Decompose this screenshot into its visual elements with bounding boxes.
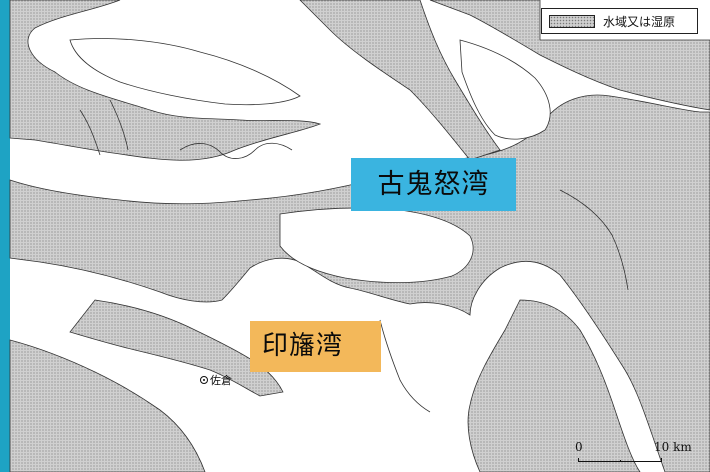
label-kitaura-bay: 古鬼怒湾 (351, 158, 516, 211)
town-marker-icon (200, 376, 208, 384)
town-name: 佐倉 (210, 374, 232, 387)
island-east (459, 39, 551, 140)
water-inba-inlet (69, 299, 284, 397)
scale-length-label: 10 km (654, 440, 692, 454)
water-west-lower (9, 339, 206, 472)
legend-water-swatch (549, 14, 595, 28)
coastline-detail-4 (559, 189, 629, 291)
legend-label: 水域又は湿原 (603, 14, 676, 29)
scale-bar-mid-tick (620, 460, 621, 462)
water-east-bay (467, 299, 641, 472)
water-northeast (429, 0, 710, 111)
island-north (69, 38, 301, 106)
coastline-detail-2 (79, 99, 129, 156)
coastline-detail-1 (179, 142, 293, 159)
water-central-bay (9, 94, 710, 472)
label-inba-bay: 印旛湾 (250, 321, 381, 372)
town-sakura: 佐倉 (200, 372, 232, 388)
scale-zero-label: 0 (575, 440, 583, 454)
scale-bar: 0 10 km (570, 436, 698, 466)
coastline-detail-3 (379, 319, 431, 413)
map-legend: 水域又は湿原 (541, 8, 698, 34)
water-main (9, 0, 322, 161)
